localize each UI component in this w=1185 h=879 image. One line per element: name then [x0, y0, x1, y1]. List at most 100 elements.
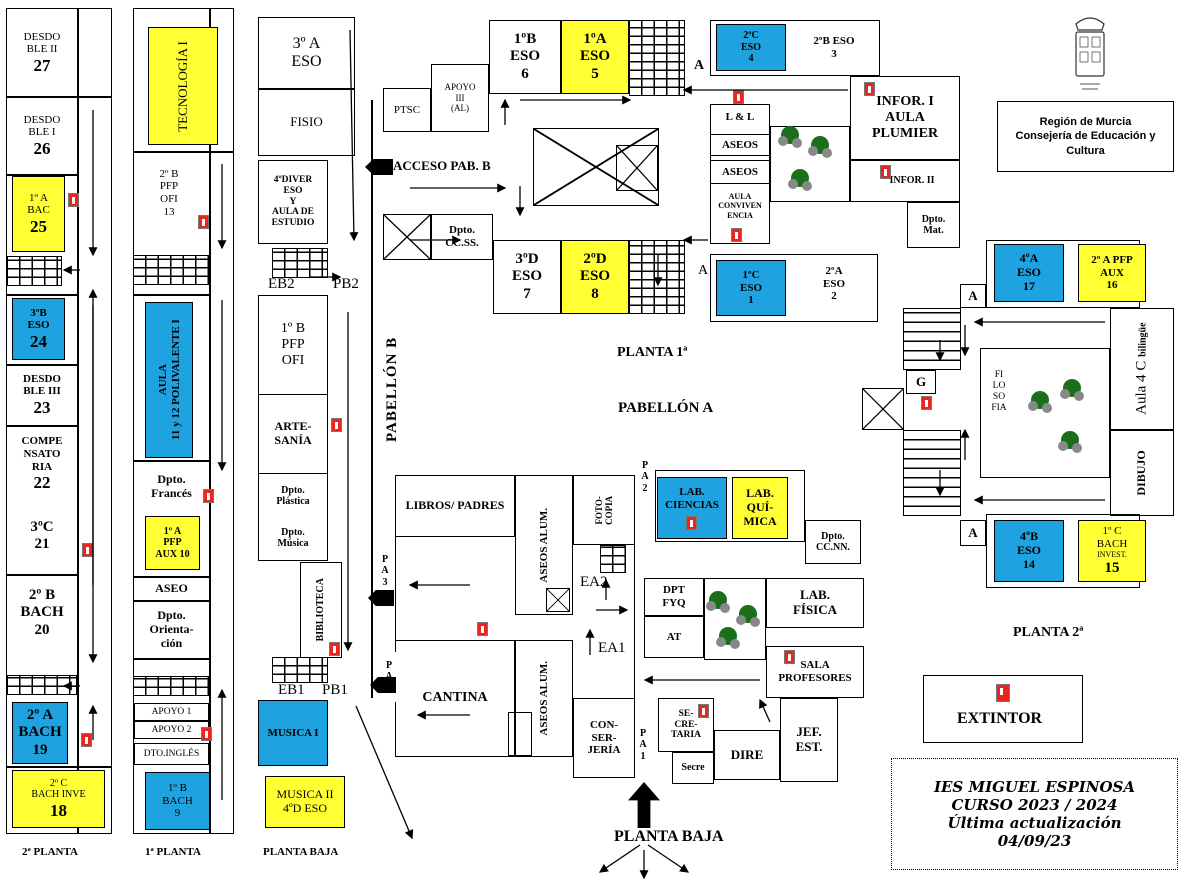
- room-jef-est[interactable]: JEF. EST.: [780, 698, 838, 782]
- room-1b-bach[interactable]: 1º B BACH 9: [145, 772, 210, 830]
- stairs: [903, 308, 961, 370]
- room-4a-eso[interactable]: 4ºA ESO 17: [994, 244, 1064, 302]
- caption-planta-2: PLANTA 2ª: [1013, 625, 1084, 640]
- extinguisher-icon: [784, 650, 795, 664]
- room-cantina[interactable]: CANTINA: [395, 640, 515, 757]
- room-aseos-2[interactable]: ASEOS: [710, 160, 770, 184]
- room-4diver[interactable]: 4ºDIVER ESO Y AULA DE ESTUDIO: [258, 160, 328, 244]
- extinguisher-icon: [329, 642, 340, 656]
- room-infor-2[interactable]: INFOR. II: [850, 160, 960, 202]
- room-2b-pfp[interactable]: 2º B PFP OFI 13: [134, 154, 204, 232]
- region-box: Región de Murcia Consejería de Educación…: [997, 101, 1174, 172]
- room-aula-convivencia[interactable]: AULA CONVIVEN ENCIA: [711, 186, 769, 226]
- room-desdoble-2[interactable]: DESDO BLE II 27: [7, 10, 77, 96]
- room-fisio[interactable]: FISIO: [258, 89, 355, 156]
- room-label: ASEOS: [721, 138, 759, 151]
- entrance-arrow-icon: [368, 590, 394, 606]
- room-2b-bach[interactable]: 2º B BACH 20: [7, 578, 77, 648]
- room-lab-quimica[interactable]: LAB. QUÍ- MICA: [732, 477, 788, 539]
- room-1a-eso[interactable]: 1ºA ESO 5: [561, 20, 629, 94]
- extinguisher-icon: [203, 489, 214, 503]
- room-dire[interactable]: DIRE: [714, 730, 780, 780]
- room-2b-eso[interactable]: 2ºB ESO 3: [793, 24, 875, 71]
- room-label: Secre: [681, 762, 705, 774]
- room-aseos-alum-2[interactable]: ASEOS ALUM.: [515, 640, 573, 757]
- room-artesania[interactable]: ARTE- SANÍA: [258, 394, 328, 474]
- room-at[interactable]: AT: [644, 616, 704, 658]
- room-secre[interactable]: Secre: [672, 752, 714, 784]
- region-logo-icon: [1066, 10, 1114, 94]
- room-libros-padres[interactable]: LIBROS/ PADRES: [395, 475, 515, 537]
- room-1c-bach[interactable]: 1º C BACH INVEST. 15: [1078, 520, 1146, 582]
- room-3b-eso[interactable]: 3ºB ESO 24: [12, 298, 65, 360]
- room-label: Dpto. Francés: [151, 472, 192, 500]
- room-apoyo-1[interactable]: APOYO 1: [134, 703, 209, 721]
- room-label: 2º A BACH: [18, 707, 62, 741]
- room-2a-pfp[interactable]: 2º A PFP AUX 16: [1078, 244, 1146, 302]
- room-dpto-mat[interactable]: Dpto. Mat.: [907, 202, 960, 248]
- room-1b-eso[interactable]: 1ºB ESO 6: [489, 20, 561, 94]
- room-aseos-alum-1[interactable]: ASEOS ALUM.: [515, 475, 573, 615]
- room-2a-eso[interactable]: 2ºA ESO 2: [792, 258, 876, 310]
- room-4b-eso[interactable]: 4ºB ESO 14: [994, 520, 1064, 582]
- room-dto-ingles[interactable]: DTO.INGLÉS: [134, 743, 209, 765]
- room-aseos-1[interactable]: ASEOS: [710, 134, 770, 156]
- room-1a-pfp[interactable]: 1º A PFP AUX 10: [145, 516, 200, 570]
- room-dpto-frances[interactable]: Dpto. Francés: [134, 462, 209, 512]
- room-aseo[interactable]: ASEO: [134, 578, 209, 600]
- room-dpt-fyq[interactable]: DPT FYQ: [644, 578, 704, 616]
- room-1b-pfp[interactable]: 1º B PFP OFI: [259, 305, 327, 385]
- room-dpto-plastica[interactable]: Dpto. Plástica: [259, 476, 327, 516]
- caption-1a-planta: 1ª PLANTA: [145, 846, 201, 858]
- room-label: 2º B BACH: [20, 587, 64, 621]
- footer-updated-label: Última actualización: [947, 814, 1122, 832]
- room-musica-2[interactable]: MUSICA II 4ºD ESO: [265, 776, 345, 828]
- room-label: 2º C BACH INVE: [31, 777, 86, 801]
- room-3a-eso[interactable]: 3º A ESO: [258, 17, 355, 89]
- room-filosofia[interactable]: FI LO SO FIA: [984, 352, 1014, 432]
- room-label: 1ºC ESO 1: [739, 269, 762, 307]
- stairs: [629, 240, 685, 314]
- room-label: 1º B PFP OFI: [280, 320, 306, 369]
- room-aula-11-12[interactable]: AULA 11 y 12 POLIVALENTE I: [145, 302, 193, 458]
- col-1-planta: [133, 8, 234, 834]
- room-2c-eso[interactable]: 2ºC ESO 4: [716, 24, 786, 71]
- room-apoyo-3[interactable]: APOYO III (AL): [431, 64, 489, 132]
- room-desdoble-3[interactable]: DESDO BLE III 23: [7, 366, 77, 424]
- room-desdoble-1[interactable]: DESDO BLE I 26: [7, 100, 77, 172]
- room-dibujo[interactable]: DIBUJO: [1110, 430, 1174, 516]
- room-l-l[interactable]: L & L: [711, 106, 769, 128]
- room-1c-eso[interactable]: 1ºC ESO 1: [716, 260, 786, 316]
- extinguisher-icon: [733, 90, 744, 104]
- room-2a-bach[interactable]: 2º A BACH 19: [12, 702, 68, 764]
- room-dpto-ccnn[interactable]: Dpto. CC.NN.: [805, 520, 861, 564]
- room-aula-4c[interactable]: Aula 4 C bilingüe: [1110, 308, 1174, 430]
- room-label: 4ºA ESO 17: [1016, 251, 1041, 293]
- room-fotocopia[interactable]: FOTO- COPIA: [573, 475, 635, 545]
- room-2c-bach[interactable]: 2º C BACH INVE 18: [12, 770, 105, 828]
- room-tecnologia[interactable]: TECNOLOGÍA I: [148, 27, 218, 145]
- room-compensatoria[interactable]: COMPE NSATO RIA 22: [7, 428, 77, 500]
- room-ptsc[interactable]: PTSC: [383, 88, 431, 132]
- room-label: 4ºDIVER ESO Y AULA DE ESTUDIO: [271, 174, 315, 229]
- room-dpto-orientacion[interactable]: Dpto. Orienta- ción: [134, 602, 209, 658]
- room-1a-bac[interactable]: 1º A BAC 25: [12, 176, 65, 252]
- room-conserjeria[interactable]: CON- SER- JERÍA: [573, 698, 635, 778]
- courtyard-3: [704, 578, 766, 660]
- room-3c[interactable]: 3ºC 21: [7, 500, 77, 572]
- room-dpto-musica[interactable]: Dpto. Música: [259, 518, 327, 558]
- room-label: DESDO BLE II: [23, 30, 61, 56]
- room-apoyo-2[interactable]: APOYO 2: [134, 721, 209, 739]
- room-sala-profesores[interactable]: SALA PROFESORES: [766, 646, 864, 698]
- lift-box: [546, 588, 570, 612]
- room-label: Aula 4 C bilingüe: [1133, 322, 1150, 416]
- room-label: PTSC: [393, 103, 421, 116]
- room-musica-1[interactable]: MUSICA I: [258, 700, 328, 766]
- room-dpto-ccss[interactable]: Dpto. CC.SS.: [431, 214, 493, 260]
- room-label: AULA 11 y 12 POLIVALENTE I: [156, 319, 182, 441]
- room-label: APOYO 1: [151, 706, 192, 717]
- room-3d-eso[interactable]: 3ºD ESO 7: [493, 240, 561, 314]
- room-2d-eso[interactable]: 2ºD ESO 8: [561, 240, 629, 314]
- room-label: 1ºB ESO 6: [509, 31, 540, 82]
- room-lab-fisica[interactable]: LAB. FÍSICA: [766, 578, 864, 628]
